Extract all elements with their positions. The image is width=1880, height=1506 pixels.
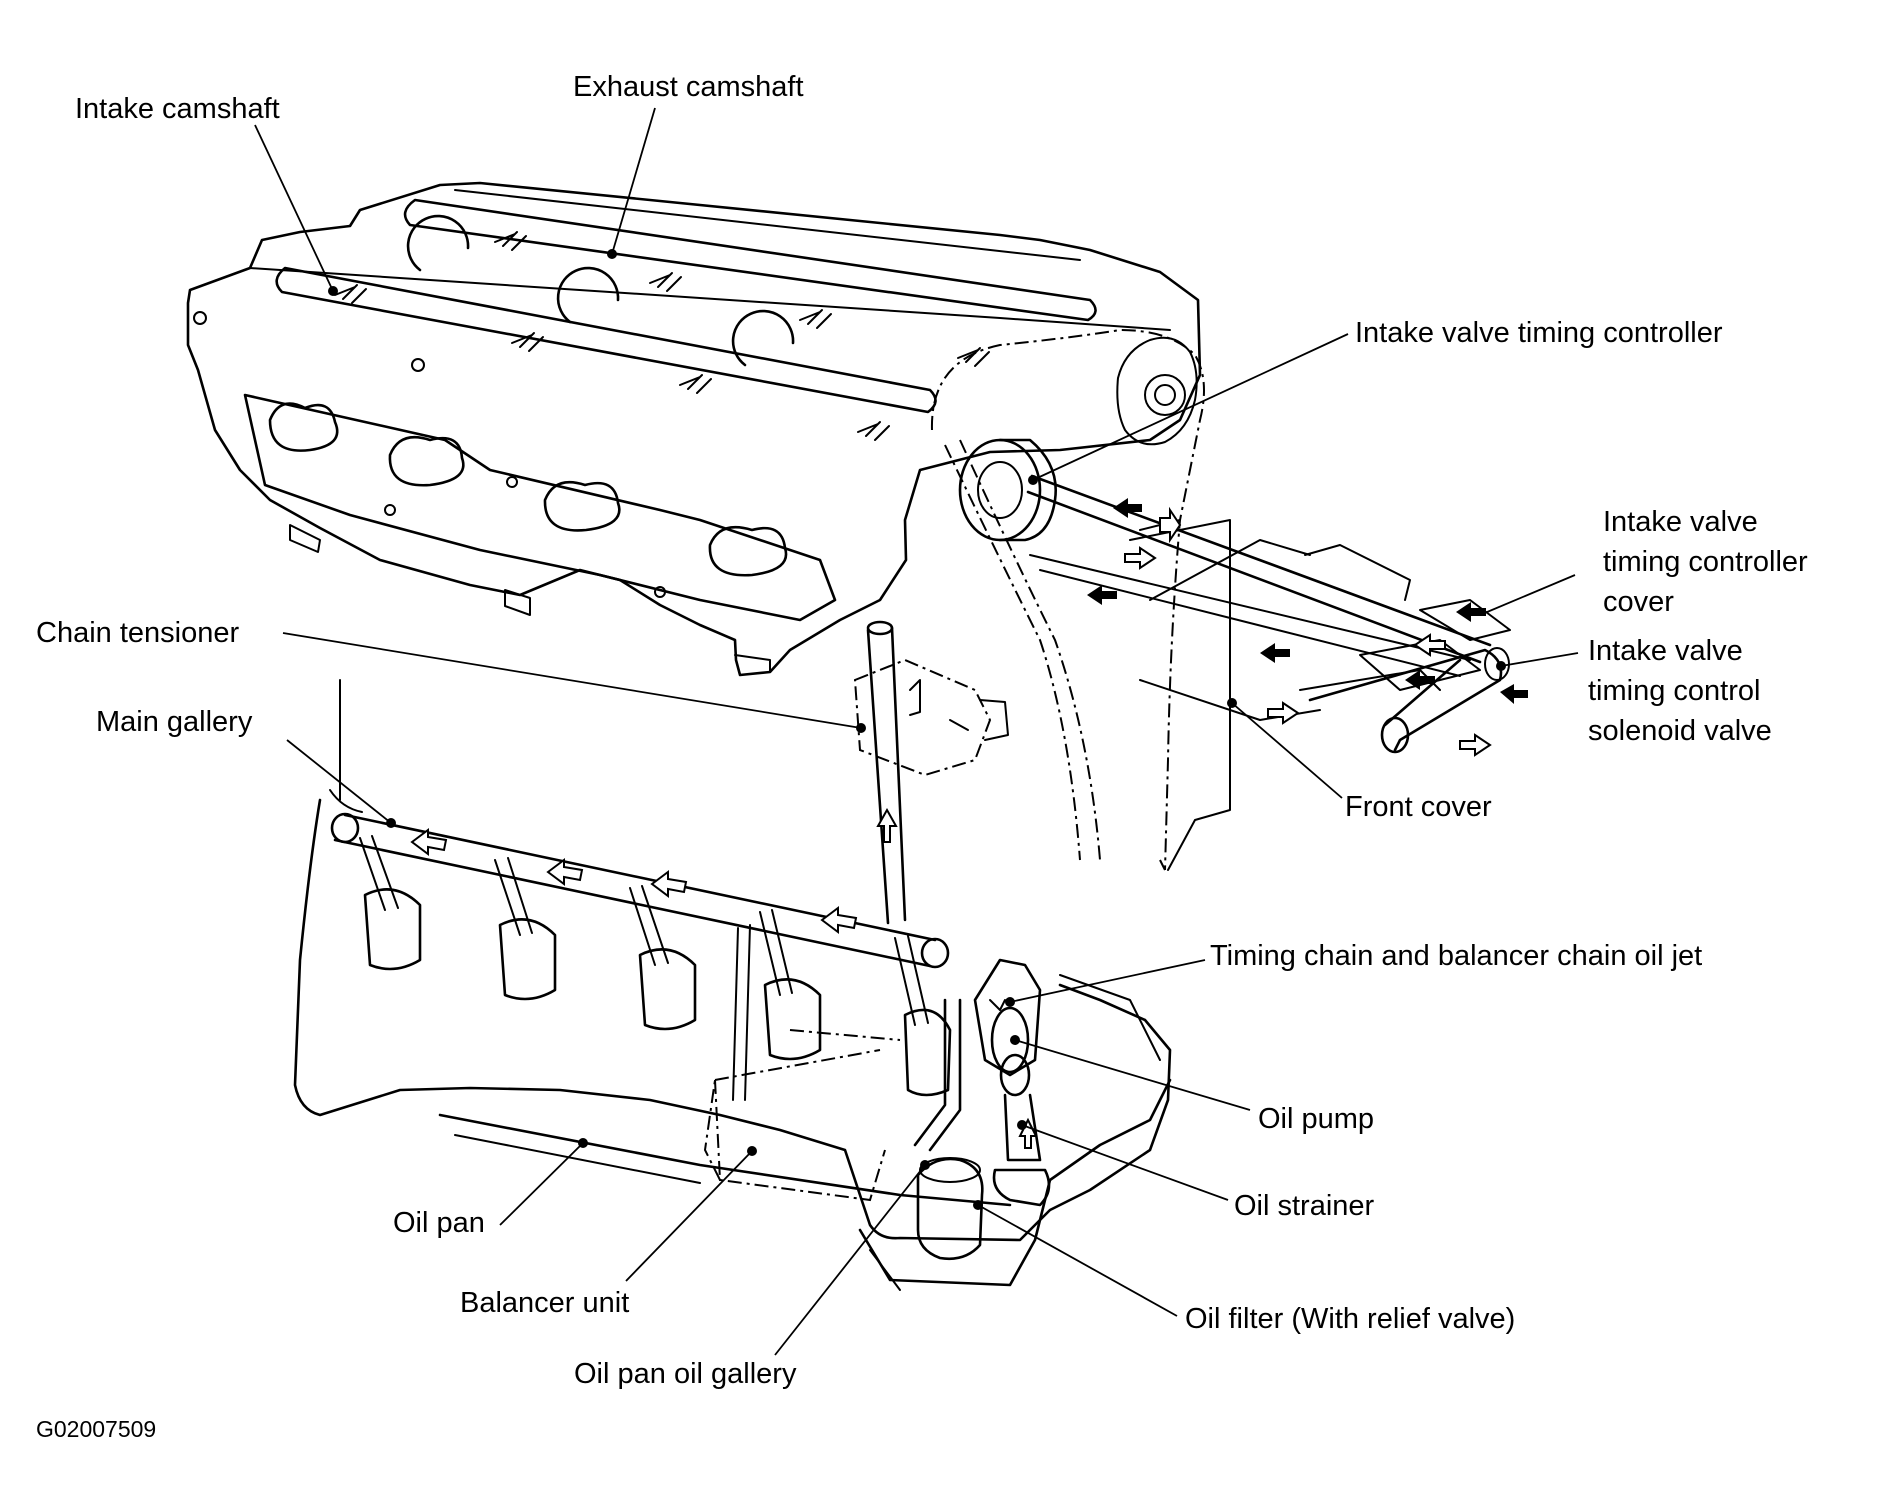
cylinder-head: [186, 181, 1202, 677]
label-oil-filter: Oil filter (With relief valve): [1185, 1303, 1515, 1335]
ivt-controller: [958, 438, 1057, 542]
label-oil-pan: Oil pan: [393, 1207, 485, 1239]
label-ivt-cover-line2: timing controller: [1603, 546, 1808, 578]
oil-pump-assembly: [913, 958, 1051, 1260]
oil-flow-arrows-gallery: [410, 807, 1038, 1149]
label-ivt-solenoid-line3: solenoid valve: [1588, 715, 1772, 747]
oil-flow-arrows-ivt: [1087, 498, 1528, 757]
balancer-unit: [703, 1029, 901, 1202]
timing-chain: [930, 328, 1205, 871]
front-cover: [1129, 519, 1231, 871]
intake-ports: [243, 393, 837, 622]
exhaust-sprocket: [1116, 336, 1198, 446]
label-ivt-cover-line1: Intake valve: [1603, 506, 1758, 538]
label-intake-camshaft: Intake camshaft: [75, 93, 280, 125]
label-ivt-cover-line3: cover: [1603, 586, 1674, 618]
chain-tensioner: [853, 658, 1009, 777]
label-front-cover: Front cover: [1345, 791, 1492, 823]
label-oil-strainer: Oil strainer: [1234, 1190, 1375, 1222]
ivt-oil-passage: [1026, 474, 1511, 754]
label-main-gallery: Main gallery: [96, 706, 253, 738]
label-ivt-solenoid-line2: timing control: [1588, 675, 1760, 707]
label-oil-pan-gallery: Oil pan oil gallery: [574, 1358, 797, 1390]
leader-lines: [254, 107, 1579, 1356]
oil-pan: [438, 974, 1172, 1291]
labels: Intake camshaft Exhaust camshaft Intake …: [36, 71, 1808, 1442]
label-balancer-unit: Balancer unit: [460, 1287, 629, 1319]
label-chain-tensioner: Chain tensioner: [36, 617, 239, 649]
label-ivt-controller: Intake valve timing controller: [1355, 317, 1723, 349]
label-timing-chain-jet: Timing chain and balancer chain oil jet: [1210, 940, 1702, 972]
label-oil-pump: Oil pump: [1258, 1103, 1374, 1135]
label-exhaust-camshaft: Exhaust camshaft: [573, 71, 804, 103]
figure-code: G02007509: [36, 1416, 156, 1442]
label-ivt-solenoid-line1: Intake valve: [1588, 635, 1743, 667]
